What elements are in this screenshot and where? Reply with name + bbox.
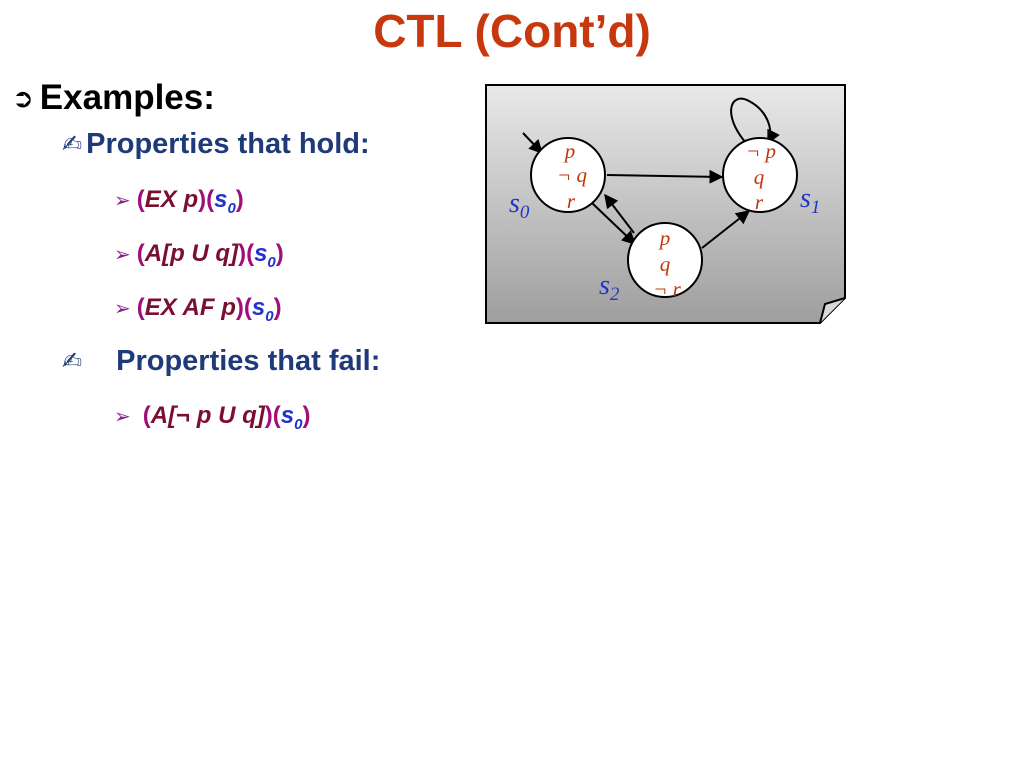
paren-close: )( [235,294,252,321]
state-label-s0: s0 [509,188,530,223]
state-node-s0: p ¬ q r [530,137,606,213]
fail-property-1: ➢ (A[¬ p U q])(s0) [114,402,310,433]
svg-text:r: r [755,190,764,214]
ctl-formula: EX p [144,186,199,213]
svg-text:q: q [754,165,765,189]
examples-bullet: ➲ Examples: [12,78,215,118]
svg-text:r: r [567,189,576,213]
svg-text:p: p [563,139,576,163]
state-label-s1: s1 [800,183,820,218]
arrowhead-bullet-icon: ➢ [114,406,131,428]
properties-hold-heading: ✍ Properties that hold: [62,128,370,161]
paren-end: ) [275,240,284,267]
properties-hold-label: Properties that hold: [86,128,370,160]
svg-text:¬ r: ¬ r [653,277,681,301]
paren-end: ) [273,294,282,321]
arrowhead-bullet-icon: ➢ [114,190,131,212]
examples-label: Examples: [39,78,215,117]
svg-text:¬ q: ¬ q [557,163,587,187]
state-ref: s0 [251,294,274,325]
paren-open: ( [136,240,145,267]
ctl-formula: A[¬ p U q] [150,402,265,429]
arrowhead-bullet-icon: ➢ [114,298,131,320]
folded-corner [819,297,846,324]
initial-arrow [522,132,543,155]
hold-property-2: ➢ (A[p U q])(s0) [114,240,284,271]
writing-hand-icon: ✍ [62,131,83,158]
writing-hand-icon: ✍ [62,348,83,375]
paren-end: ) [302,402,311,429]
edge-s2-s0 [604,193,635,234]
slide-title: CTL (Cont’d) [373,5,651,57]
edge-s0-s1 [606,169,724,184]
paren-open: ( [142,402,151,429]
svg-text:p: p [658,226,671,250]
paren-open: ( [136,186,145,213]
svg-text:¬ p: ¬ p [746,139,776,163]
ctl-formula: EX AF p [144,294,236,321]
state-node-s1: ¬ p q r [722,137,798,214]
arrowhead-bullet-icon: ➢ [114,244,131,266]
properties-fail-label: Properties that fail: [116,345,381,377]
state-label-s2: s2 [599,270,620,305]
hold-property-3: ➢ ( EX AF p )(s0) [114,294,282,325]
paren-close: )( [238,240,255,267]
state-ref: s0 [280,402,303,433]
paren-close: )( [264,402,281,429]
state-ref: s0 [214,186,236,217]
edge-s0-s2 [591,202,637,245]
self-loop-s1 [730,97,780,145]
edge-s2-s1 [701,210,751,249]
paren-open: ( [136,294,145,321]
paren-close: )( [198,186,215,213]
state-ref: s0 [254,240,276,271]
ctl-formula: A[p U q] [144,240,239,267]
properties-fail-heading: ✍ Properties that fail: [62,345,380,378]
hold-property-1: ➢ (EX p)(s0) [114,186,244,217]
state-node-s2: p q ¬ r [627,222,703,301]
svg-text:q: q [660,252,671,276]
arrow-bullet-icon: ➲ [12,82,34,113]
kripke-structure-diagram: p ¬ q r ¬ p q r p q ¬ r s0 s1 s2 [485,84,846,324]
paren-end: ) [235,186,244,213]
